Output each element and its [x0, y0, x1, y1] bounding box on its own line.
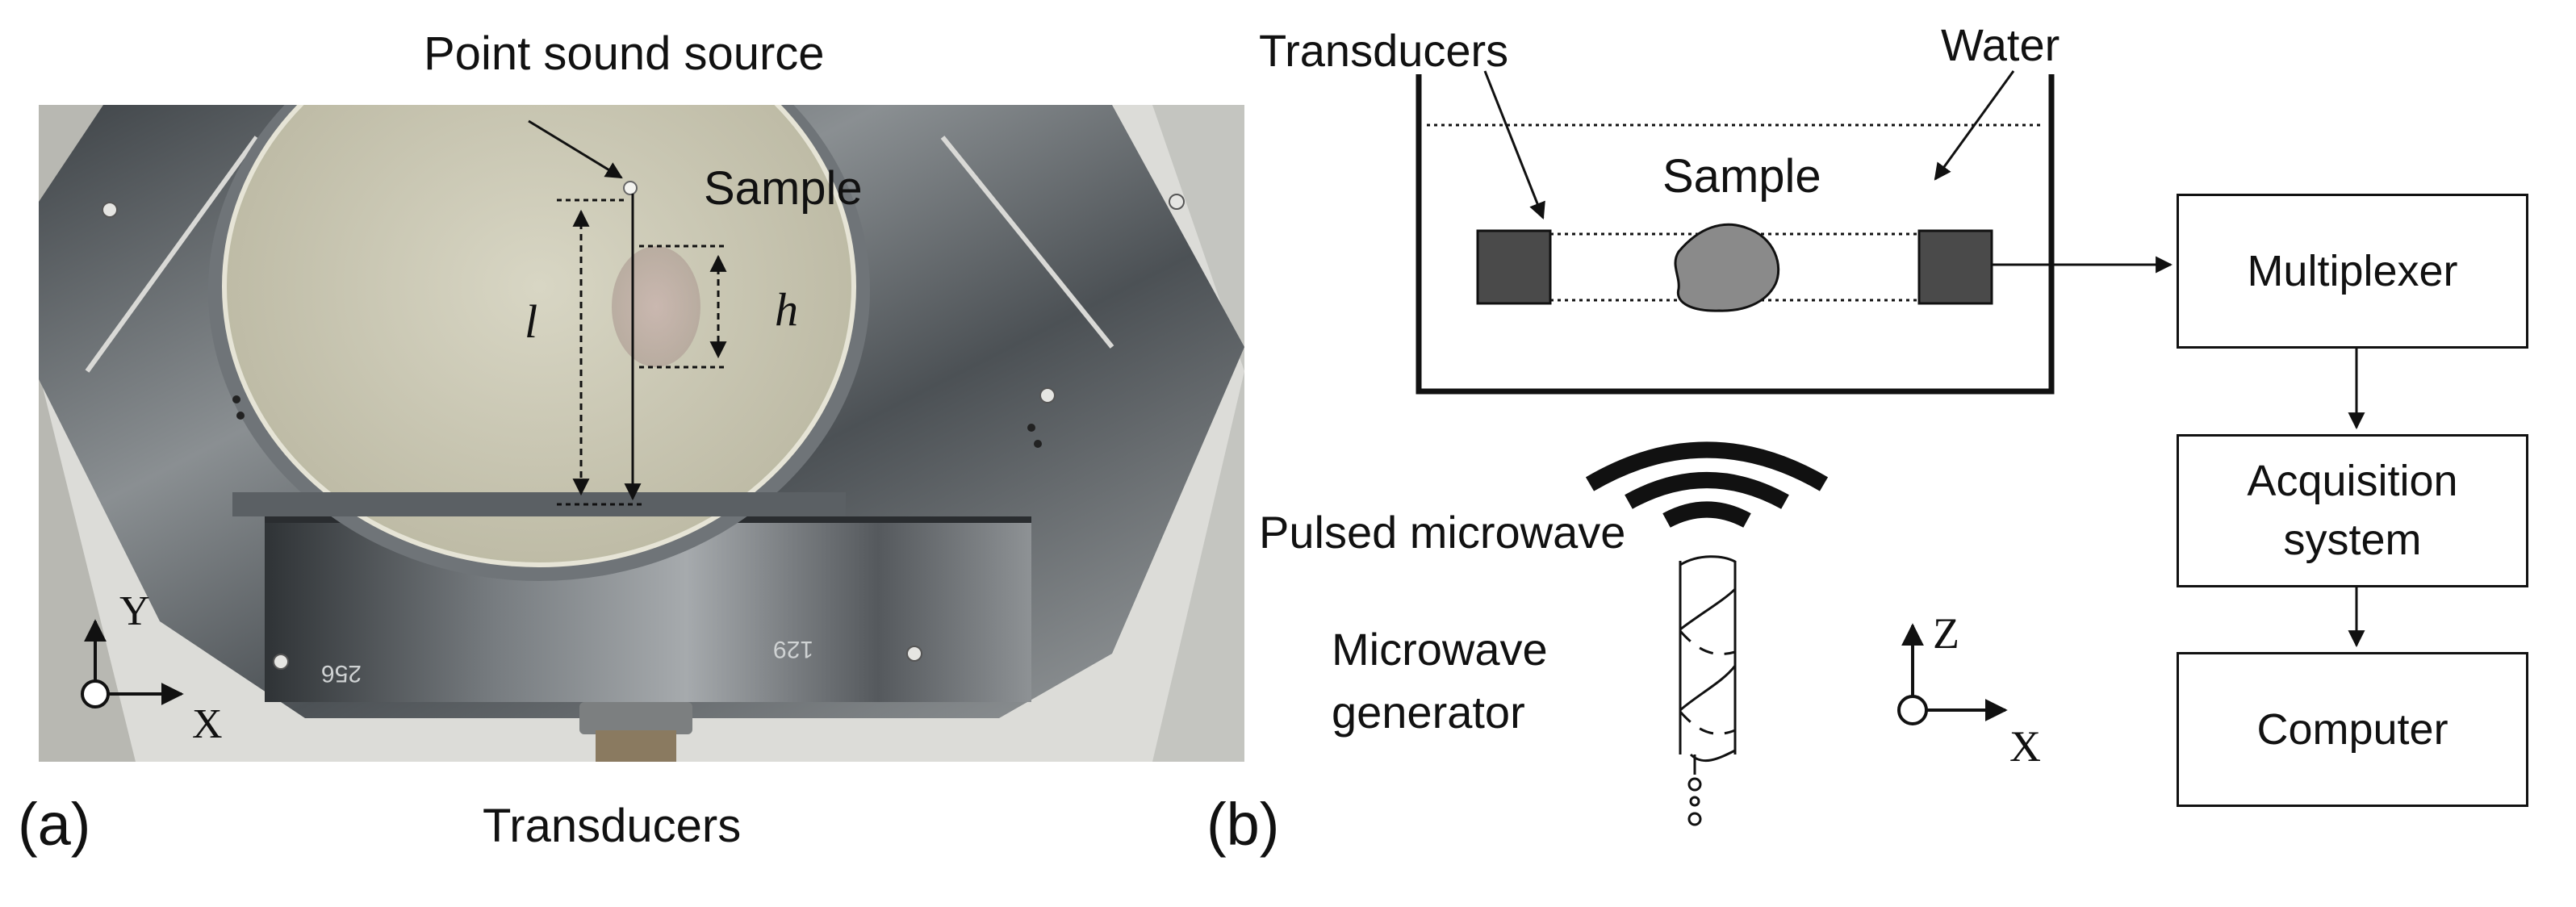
panel-a: Point sound source — [0, 0, 1259, 907]
sample-shape — [1674, 223, 1780, 312]
microwave-generator-label-line2: generator — [1332, 687, 1525, 738]
sample-photo: 256 129 — [39, 105, 1244, 762]
multiplexer-label: Multiplexer — [2247, 246, 2458, 295]
computer-label: Computer — [2256, 704, 2448, 754]
photo-annotations — [81, 119, 727, 708]
sample-label-a: Sample — [704, 162, 863, 215]
panel-a-tag: (a) — [18, 791, 91, 858]
plate-mark-left: 256 — [321, 660, 362, 687]
acquisition-label-line1: Acquisition — [2247, 457, 2458, 506]
transducer-left — [1476, 229, 1552, 305]
z-axis-label-b: Z — [1933, 609, 1959, 658]
point-sound-source-label: Point sound source — [424, 27, 825, 80]
microwave-arc-outer — [1585, 441, 1829, 491]
panel-b-tag: (b) — [1206, 791, 1280, 858]
transducers-label-b: Transducers — [1259, 25, 1509, 76]
microwave-generator-label-line1: Microwave — [1332, 624, 1548, 675]
pulsed-microwave-label: Pulsed microwave — [1259, 507, 1626, 558]
transducer-right — [1917, 229, 1993, 305]
microwave-arc-middle — [1625, 472, 1789, 509]
sample-label-b: Sample — [1662, 150, 1821, 203]
plate-mark-right: 129 — [773, 636, 813, 662]
h-dimension-label: h — [775, 283, 798, 336]
acquisition-label-line2: system — [2283, 516, 2422, 564]
panel-b: Multiplexer Acquisition system Computer … — [1206, 0, 2576, 907]
water-label: Water — [1941, 19, 2060, 70]
microwave-generator-coil — [1679, 555, 1737, 826]
x-axis-label-b: X — [2009, 722, 2041, 771]
x-axis-label-a: X — [192, 701, 223, 747]
acquisition-system-block: Acquisition system — [2177, 434, 2528, 587]
multiplexer-block: Multiplexer — [2177, 194, 2528, 349]
computer-block: Computer — [2177, 652, 2528, 807]
microwave-arc-inner — [1662, 501, 1751, 528]
schematic-drawing — [1416, 70, 2365, 826]
water-tank — [1416, 74, 2055, 395]
transducers-label-a: Transducers — [483, 800, 742, 852]
l-dimension-label: l — [525, 295, 538, 348]
y-axis-label-a: Y — [119, 588, 150, 634]
